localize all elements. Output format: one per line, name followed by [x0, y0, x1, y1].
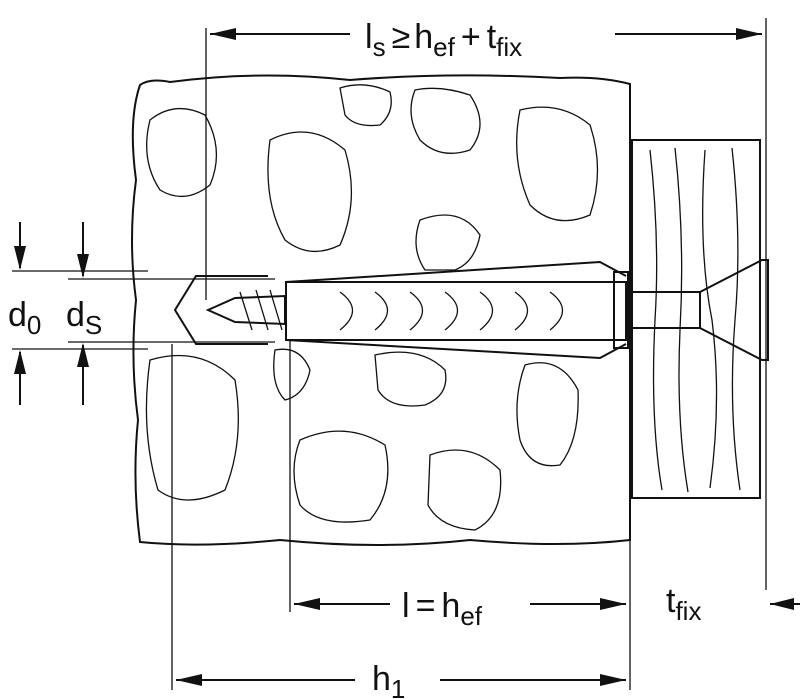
screw — [205, 259, 769, 361]
label-h1: h1 — [372, 660, 405, 699]
plug-anchor — [285, 260, 629, 360]
fixture-wood — [631, 139, 761, 499]
label-ls-formula: ls≥hef+tfix — [365, 18, 522, 62]
drill-hole — [173, 275, 268, 345]
label-d0: d0 — [8, 296, 41, 340]
dimension-lines — [12, 18, 800, 690]
label-l-equals-hef: l=hef — [402, 587, 483, 631]
base-material — [131, 74, 631, 546]
label-ds: dS — [66, 296, 102, 340]
label-tfix: tfix — [666, 582, 701, 626]
